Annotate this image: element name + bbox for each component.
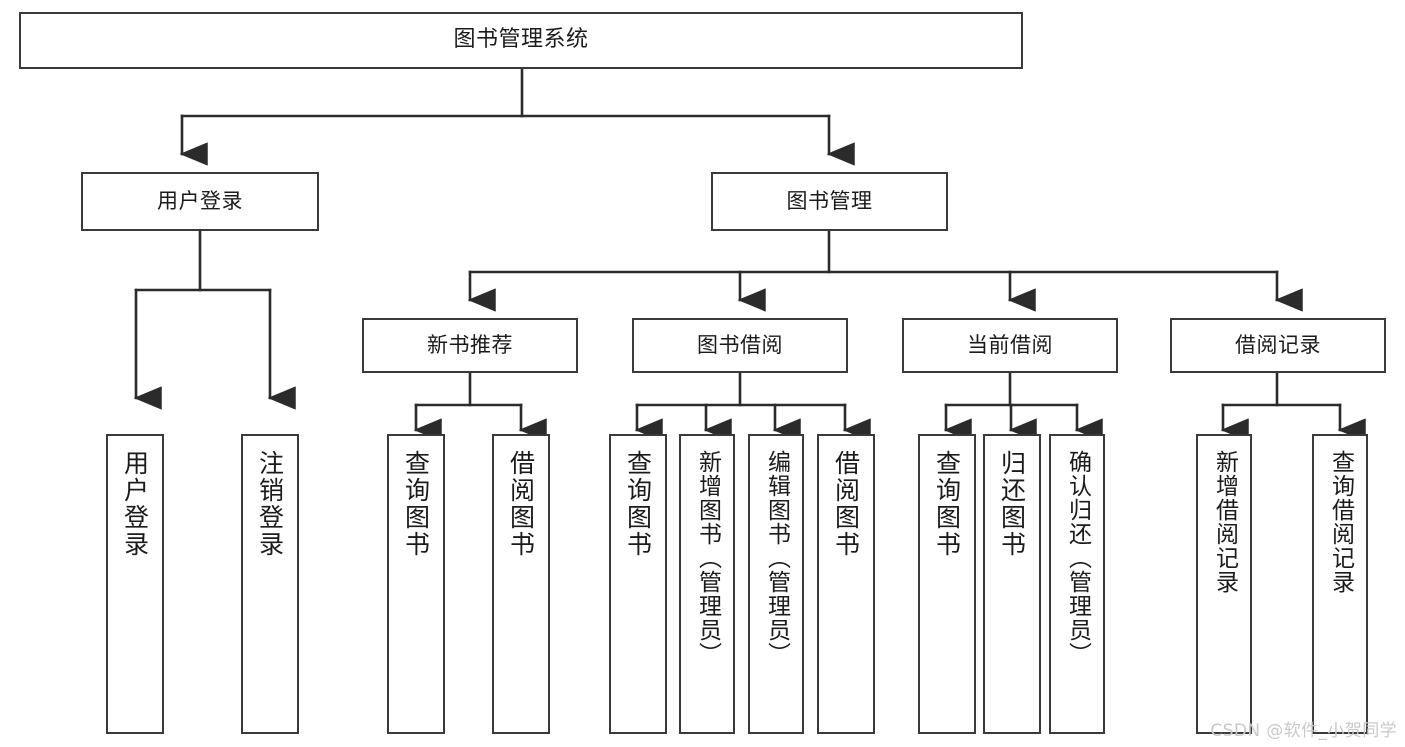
node-label: 新书推荐 [427,332,513,357]
node-label: 借阅图书 [506,450,536,558]
node-label: 图书管理 [786,188,873,213]
node-label: 查询图书 [932,450,962,558]
node-current-borrow[interactable]: 当前借阅 [902,318,1118,373]
leaf-borrow-edit-book-admin[interactable]: 编辑图书（管理员） [748,434,804,734]
node-label: 查询图书 [401,450,431,558]
node-borrow-records[interactable]: 借阅记录 [1170,318,1386,373]
leaf-current-return-book[interactable]: 归还图书 [983,434,1041,734]
node-label: 借阅图书 [831,450,861,558]
node-label: 用户登录 [157,188,243,213]
leaf-recommend-query-book[interactable]: 查询图书 [387,434,445,734]
node-label: 查询图书 [623,450,653,558]
node-label: 注销登录 [255,450,285,558]
node-label: 图书借阅 [697,332,783,357]
leaf-current-confirm-return-admin[interactable]: 确认归还（管理员） [1049,434,1105,734]
node-label: 确认归还（管理员） [1064,450,1091,666]
node-label: 编辑图书（管理员） [763,450,790,666]
node-label: 归还图书 [997,450,1027,558]
leaf-current-query-book[interactable]: 查询图书 [918,434,976,734]
node-book-management[interactable]: 图书管理 [711,172,948,231]
node-label: 借阅记录 [1235,332,1321,357]
node-label: 用户登录 [120,450,150,558]
leaf-recommend-borrow-book[interactable]: 借阅图书 [492,434,550,734]
node-label: 图书管理系统 [453,27,589,53]
node-root-system[interactable]: 图书管理系统 [19,12,1023,69]
leaf-records-add-record[interactable]: 新增借阅记录 [1196,434,1252,734]
leaf-borrow-borrow-book[interactable]: 借阅图书 [817,434,875,734]
node-label: 当前借阅 [967,332,1053,357]
leaf-user-login-logout[interactable]: 注销登录 [241,434,299,734]
node-book-borrow[interactable]: 图书借阅 [632,318,848,373]
node-new-book-recommend[interactable]: 新书推荐 [362,318,578,373]
node-label: 新增图书（管理员） [694,450,721,666]
node-user-login[interactable]: 用户登录 [81,172,319,231]
leaf-borrow-query-book[interactable]: 查询图书 [609,434,667,734]
node-label: 查询借阅记录 [1327,450,1354,594]
leaf-borrow-add-book-admin[interactable]: 新增图书（管理员） [679,434,735,734]
node-label: 新增借阅记录 [1211,450,1238,594]
leaf-records-query-record[interactable]: 查询借阅记录 [1312,434,1368,734]
leaf-user-login-login[interactable]: 用户登录 [106,434,164,734]
